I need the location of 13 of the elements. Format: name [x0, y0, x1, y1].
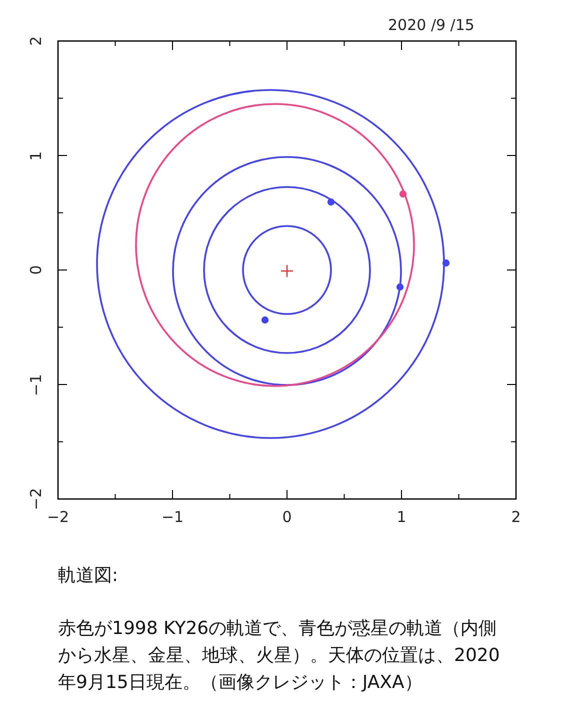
- axis-tick-label: 1: [27, 150, 45, 160]
- axis-tick-label: −2: [46, 508, 70, 526]
- axis-tick-label: −1: [161, 508, 184, 526]
- axis-tick-label: 0: [27, 265, 45, 275]
- axis-tick-label: 2: [27, 36, 45, 46]
- axis-tick-label: −2: [27, 488, 45, 510]
- caption-text: 赤色が1998 KY26の軌道で、青色が惑星の軌道（内側から水星、金星、地球、火星）。天体の位置は、2020年9月15日現在。（画像クレジット：JAXA）: [58, 617, 501, 695]
- axis-tick-label: 1: [396, 508, 406, 526]
- axis-tick-label: 2: [511, 508, 521, 526]
- date-label: 2020 /9 /15: [388, 16, 474, 34]
- caption-heading: 軌道図:: [58, 564, 118, 588]
- axis-tick-label: −1: [27, 373, 45, 396]
- axis-tick-label: 0: [282, 508, 292, 526]
